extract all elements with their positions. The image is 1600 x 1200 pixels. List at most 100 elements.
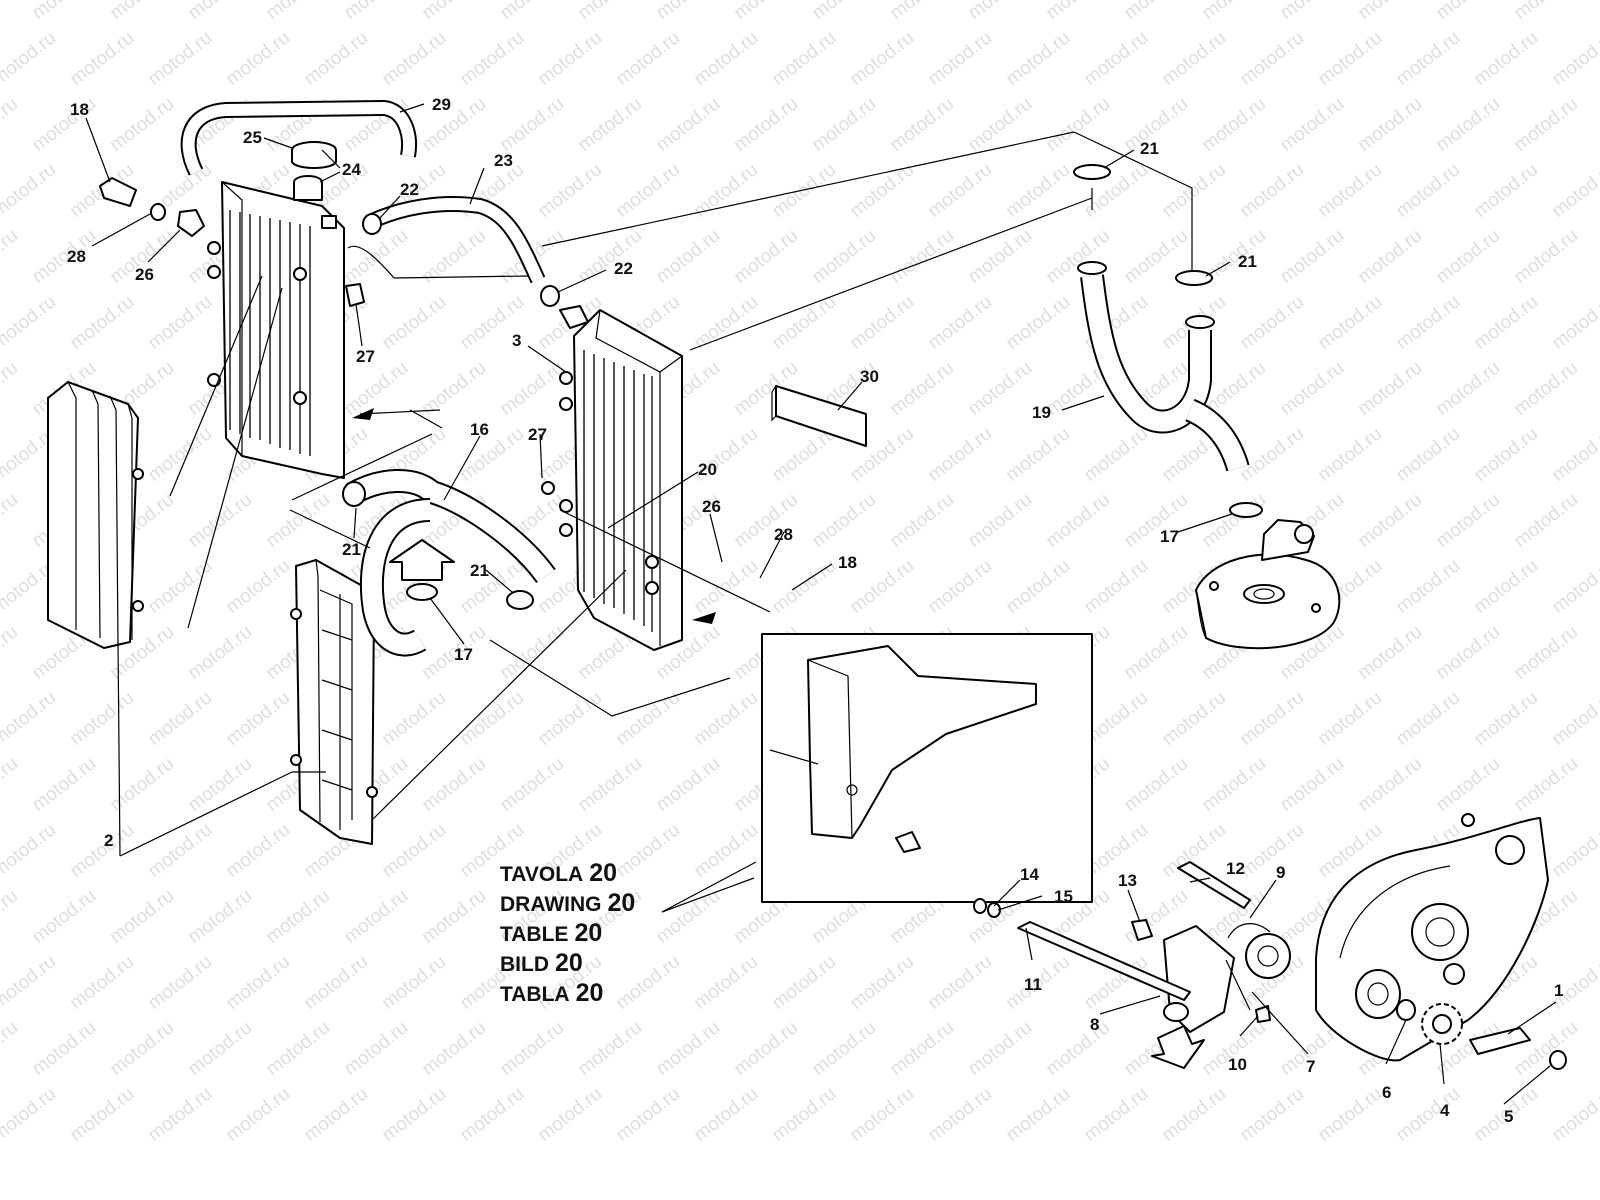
- watermark-text: motod.ru: [1198, 93, 1270, 156]
- watermark-text: motod.ru: [886, 93, 958, 156]
- watermark-text: motod.ru: [66, 291, 138, 354]
- watermark-text: motod.ru: [612, 1083, 684, 1146]
- watermark-text: motod.ru: [652, 93, 724, 156]
- watermark-text: motod.ru: [1510, 357, 1582, 420]
- watermark-text: motod.ru: [262, 0, 334, 24]
- watermark-text: motod.ru: [0, 753, 22, 816]
- watermark-text: motod.ru: [378, 1083, 450, 1146]
- watermark-text: motod.ru: [106, 885, 178, 948]
- lower-hose: [342, 469, 556, 657]
- watermark-text: motod.ru: [964, 93, 1036, 156]
- watermark-text: motod.ru: [574, 1017, 646, 1080]
- hose-clamps: [362, 213, 560, 307]
- callout-28: 28: [774, 525, 793, 544]
- watermark-text: motod.ru: [1432, 225, 1504, 288]
- reference-label: TABLE: [500, 923, 569, 946]
- direction-markers: [352, 408, 716, 624]
- watermark-text: motod.ru: [1236, 159, 1308, 222]
- watermark-text: motod.ru: [846, 951, 918, 1014]
- watermark-text: motod.ru: [1002, 291, 1074, 354]
- watermark-text: motod.ru: [1392, 423, 1464, 486]
- watermark-text: motod.ru: [0, 1083, 60, 1146]
- watermark-text: motod.ru: [0, 621, 22, 684]
- watermark-text: motod.ru: [1120, 489, 1192, 552]
- watermark-text: motod.ru: [1548, 159, 1600, 222]
- watermark-text: motod.ru: [1510, 753, 1582, 816]
- watermark-text: motod.ru: [28, 885, 100, 948]
- flow-arrow-down: [1151, 1025, 1205, 1069]
- watermark-text: motod.ru: [418, 753, 490, 816]
- reference-number: 20: [589, 859, 618, 887]
- watermark-text: motod.ru: [66, 1083, 138, 1146]
- watermark-text: motod.ru: [340, 1017, 412, 1080]
- callout-27: 27: [356, 347, 375, 366]
- callout-17: 17: [1160, 527, 1179, 546]
- watermark-text: motod.ru: [1002, 555, 1074, 618]
- water-pump: [1163, 923, 1291, 1033]
- callout-7: 7: [1306, 1057, 1315, 1076]
- watermark-text: motod.ru: [300, 951, 372, 1014]
- watermark-text: motod.ru: [378, 951, 450, 1014]
- watermark-text: motod.ru: [496, 0, 568, 24]
- callout-14: 14: [1020, 865, 1039, 884]
- watermark-text: motod.ru: [1314, 1083, 1386, 1146]
- watermark-text: motod.ru: [456, 1083, 528, 1146]
- pump-fasteners: [973, 861, 1271, 1023]
- watermark-text: motod.ru: [106, 93, 178, 156]
- watermark-text: motod.ru: [1354, 0, 1426, 24]
- cylinder-head: [1195, 519, 1341, 650]
- watermark-text: motod.ru: [1080, 423, 1152, 486]
- watermark-text: motod.ru: [1470, 423, 1542, 486]
- callout-19: 19: [1032, 403, 1051, 422]
- watermark-text: motod.ru: [28, 0, 100, 24]
- watermark-text: motod.ru: [1314, 159, 1386, 222]
- callout-3: 3: [512, 331, 521, 350]
- watermark-text: motod.ru: [1470, 555, 1542, 618]
- watermark-text: motod.ru: [612, 27, 684, 90]
- watermark-text: motod.ru: [1548, 27, 1600, 90]
- watermark-text: motod.ru: [184, 1017, 256, 1080]
- callout-22: 22: [400, 180, 419, 199]
- callout-5: 5: [1504, 1107, 1513, 1126]
- watermark-text: motod.ru: [340, 357, 412, 420]
- watermark-text: motod.ru: [222, 819, 294, 882]
- watermark-text: motod.ru: [1198, 0, 1270, 24]
- reference-number: 20: [575, 979, 604, 1007]
- callout-27: 27: [528, 425, 547, 444]
- watermark-text: motod.ru: [340, 885, 412, 948]
- watermark-text: motod.ru: [768, 159, 840, 222]
- watermark-text: motod.ru: [0, 357, 22, 420]
- watermark-text: motod.ru: [964, 489, 1036, 552]
- watermark-text: motod.ru: [924, 423, 996, 486]
- reference-number: 20: [607, 889, 636, 917]
- upper-fastener-set: [99, 177, 365, 307]
- watermark-text: motod.ru: [66, 687, 138, 750]
- watermark-text: motod.ru: [222, 951, 294, 1014]
- watermark-text: motod.ru: [1548, 423, 1600, 486]
- watermark-text: motod.ru: [886, 1017, 958, 1080]
- watermark-text: motod.ru: [574, 0, 646, 24]
- callout-9: 9: [1276, 863, 1285, 882]
- watermark-text: motod.ru: [28, 753, 100, 816]
- watermark-text: motod.ru: [1432, 753, 1504, 816]
- watermark-text: motod.ru: [1236, 27, 1308, 90]
- watermark-text: motod.ru: [924, 291, 996, 354]
- callout-13: 13: [1118, 871, 1137, 890]
- callout-15: 15: [1054, 887, 1073, 906]
- callout-2: 2: [104, 831, 113, 850]
- watermark-text: motod.ru: [846, 291, 918, 354]
- watermark-text: motod.ru: [0, 93, 22, 156]
- watermark-text: motod.ru: [1510, 1017, 1582, 1080]
- watermark-text: motod.ru: [652, 0, 724, 24]
- assembly-guide-lines: [117, 131, 1193, 913]
- watermark-text: motod.ru: [262, 885, 334, 948]
- watermark-text: motod.ru: [808, 0, 880, 24]
- watermark-text: motod.ru: [184, 621, 256, 684]
- right-radiator-guard: [290, 559, 378, 845]
- watermark-text: motod.ru: [690, 687, 762, 750]
- watermark-text: motod.ru: [1314, 291, 1386, 354]
